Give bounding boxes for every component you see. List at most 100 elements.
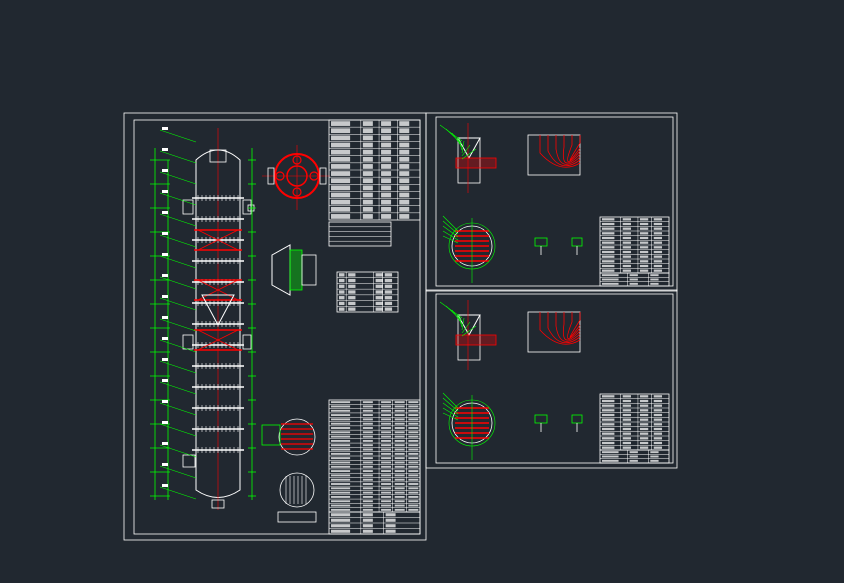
leader-line [461, 321, 471, 334]
table-cell-text [653, 241, 663, 244]
table-cell-text [381, 439, 392, 442]
table-cell-text [394, 439, 405, 442]
table-cell-text [622, 241, 631, 244]
table-cell-text [381, 401, 392, 404]
leader-line [159, 213, 197, 227]
table-cell-text [639, 423, 649, 426]
leader-label [162, 127, 168, 130]
table-cell-text [362, 470, 373, 473]
table-cell-text [331, 149, 351, 155]
table-cell-text [399, 206, 410, 212]
arc-pipe [547, 312, 581, 344]
table-cell-text [375, 290, 383, 294]
table-cell-text [394, 405, 405, 408]
table-cell-text [348, 273, 356, 277]
table-cell-text [381, 422, 392, 425]
table-cell-text [381, 483, 392, 485]
table-cell-text [653, 227, 663, 230]
table-cell-text [629, 274, 638, 277]
table-cell-text [602, 250, 615, 254]
table-cell-text [362, 524, 373, 528]
table-cell-text [653, 441, 663, 445]
table-cell-text [394, 401, 405, 404]
table-cell-text [639, 250, 649, 254]
table-cell-text [339, 296, 345, 300]
table-cell-text [639, 246, 649, 249]
table-cell-text [381, 409, 392, 412]
table-cell-text [394, 431, 405, 434]
leader-label [162, 190, 168, 193]
table-cell-text [339, 290, 345, 294]
redistributor-cone [201, 294, 235, 327]
table-cell-text [394, 427, 405, 429]
table-cell-text [348, 278, 356, 283]
table-cell-text [408, 418, 419, 421]
table-cell-text [381, 178, 392, 184]
leader-line [159, 402, 197, 416]
table-cell-text [381, 135, 392, 141]
table-cell-text [639, 418, 649, 421]
table-cell-text [653, 446, 663, 449]
table-cell-text [381, 164, 392, 169]
table-cell-text [362, 214, 373, 219]
parts-list-table [328, 399, 421, 513]
table-border [328, 221, 392, 247]
arc-pipe [562, 135, 581, 164]
table-cell-text [331, 192, 351, 198]
table-cell-text [639, 241, 649, 244]
table-cell-text [408, 483, 419, 485]
table-cell-text [331, 491, 351, 494]
table-cell-text [622, 222, 631, 226]
table-cell-text [331, 214, 351, 219]
leader-label [162, 463, 168, 466]
table-cell-text [408, 444, 419, 447]
table-cell-text [602, 413, 615, 417]
table-cell-text [639, 413, 649, 417]
table-cell-text [381, 448, 392, 451]
table-cell-text [639, 404, 649, 407]
table-cell-text [331, 171, 351, 176]
table-cell-text [381, 185, 392, 191]
leader-line [461, 325, 477, 337]
table-cell-text [384, 273, 393, 277]
table-cell-text [331, 178, 351, 184]
small-detail-1 [534, 237, 548, 247]
table-cell-text [381, 142, 392, 148]
table-cell-text [331, 427, 351, 429]
table-cell-text [622, 395, 631, 398]
table-cell-text [348, 290, 356, 294]
section-view-1 [278, 418, 316, 456]
table-cell-text [602, 459, 619, 462]
table-cell-text [331, 508, 351, 511]
table-cell-text [622, 413, 631, 417]
table-cell-text [381, 452, 392, 455]
table-cell-text [622, 432, 631, 435]
table-cell-text [639, 441, 649, 445]
table-cell-text [399, 121, 410, 126]
table-cell-text [394, 500, 405, 503]
table-cell-text [381, 504, 392, 507]
detail-hatch [289, 249, 303, 291]
table-cell-text [650, 274, 659, 277]
table-cell-text [331, 435, 351, 438]
table-cell-text [362, 135, 373, 141]
table-cell-text [602, 264, 615, 268]
table-cell-text [381, 414, 392, 417]
table-cell-text [622, 236, 631, 240]
table-cell-text [408, 401, 419, 404]
table-cell-text [399, 149, 410, 155]
table-cell-text [629, 282, 638, 285]
table-cell-text [331, 470, 351, 473]
table-cell-text [381, 444, 392, 447]
table-cell-text [362, 508, 373, 511]
table-cell-text [331, 405, 351, 408]
leader-label [162, 379, 168, 382]
parts-list-table [599, 393, 670, 451]
side-nozzle [182, 334, 194, 350]
bottom-nozzle [211, 499, 225, 509]
sheet-outer-border [425, 289, 678, 469]
arc-pipe [539, 312, 581, 345]
arc-pipe [562, 312, 581, 341]
leader-line [442, 235, 459, 244]
